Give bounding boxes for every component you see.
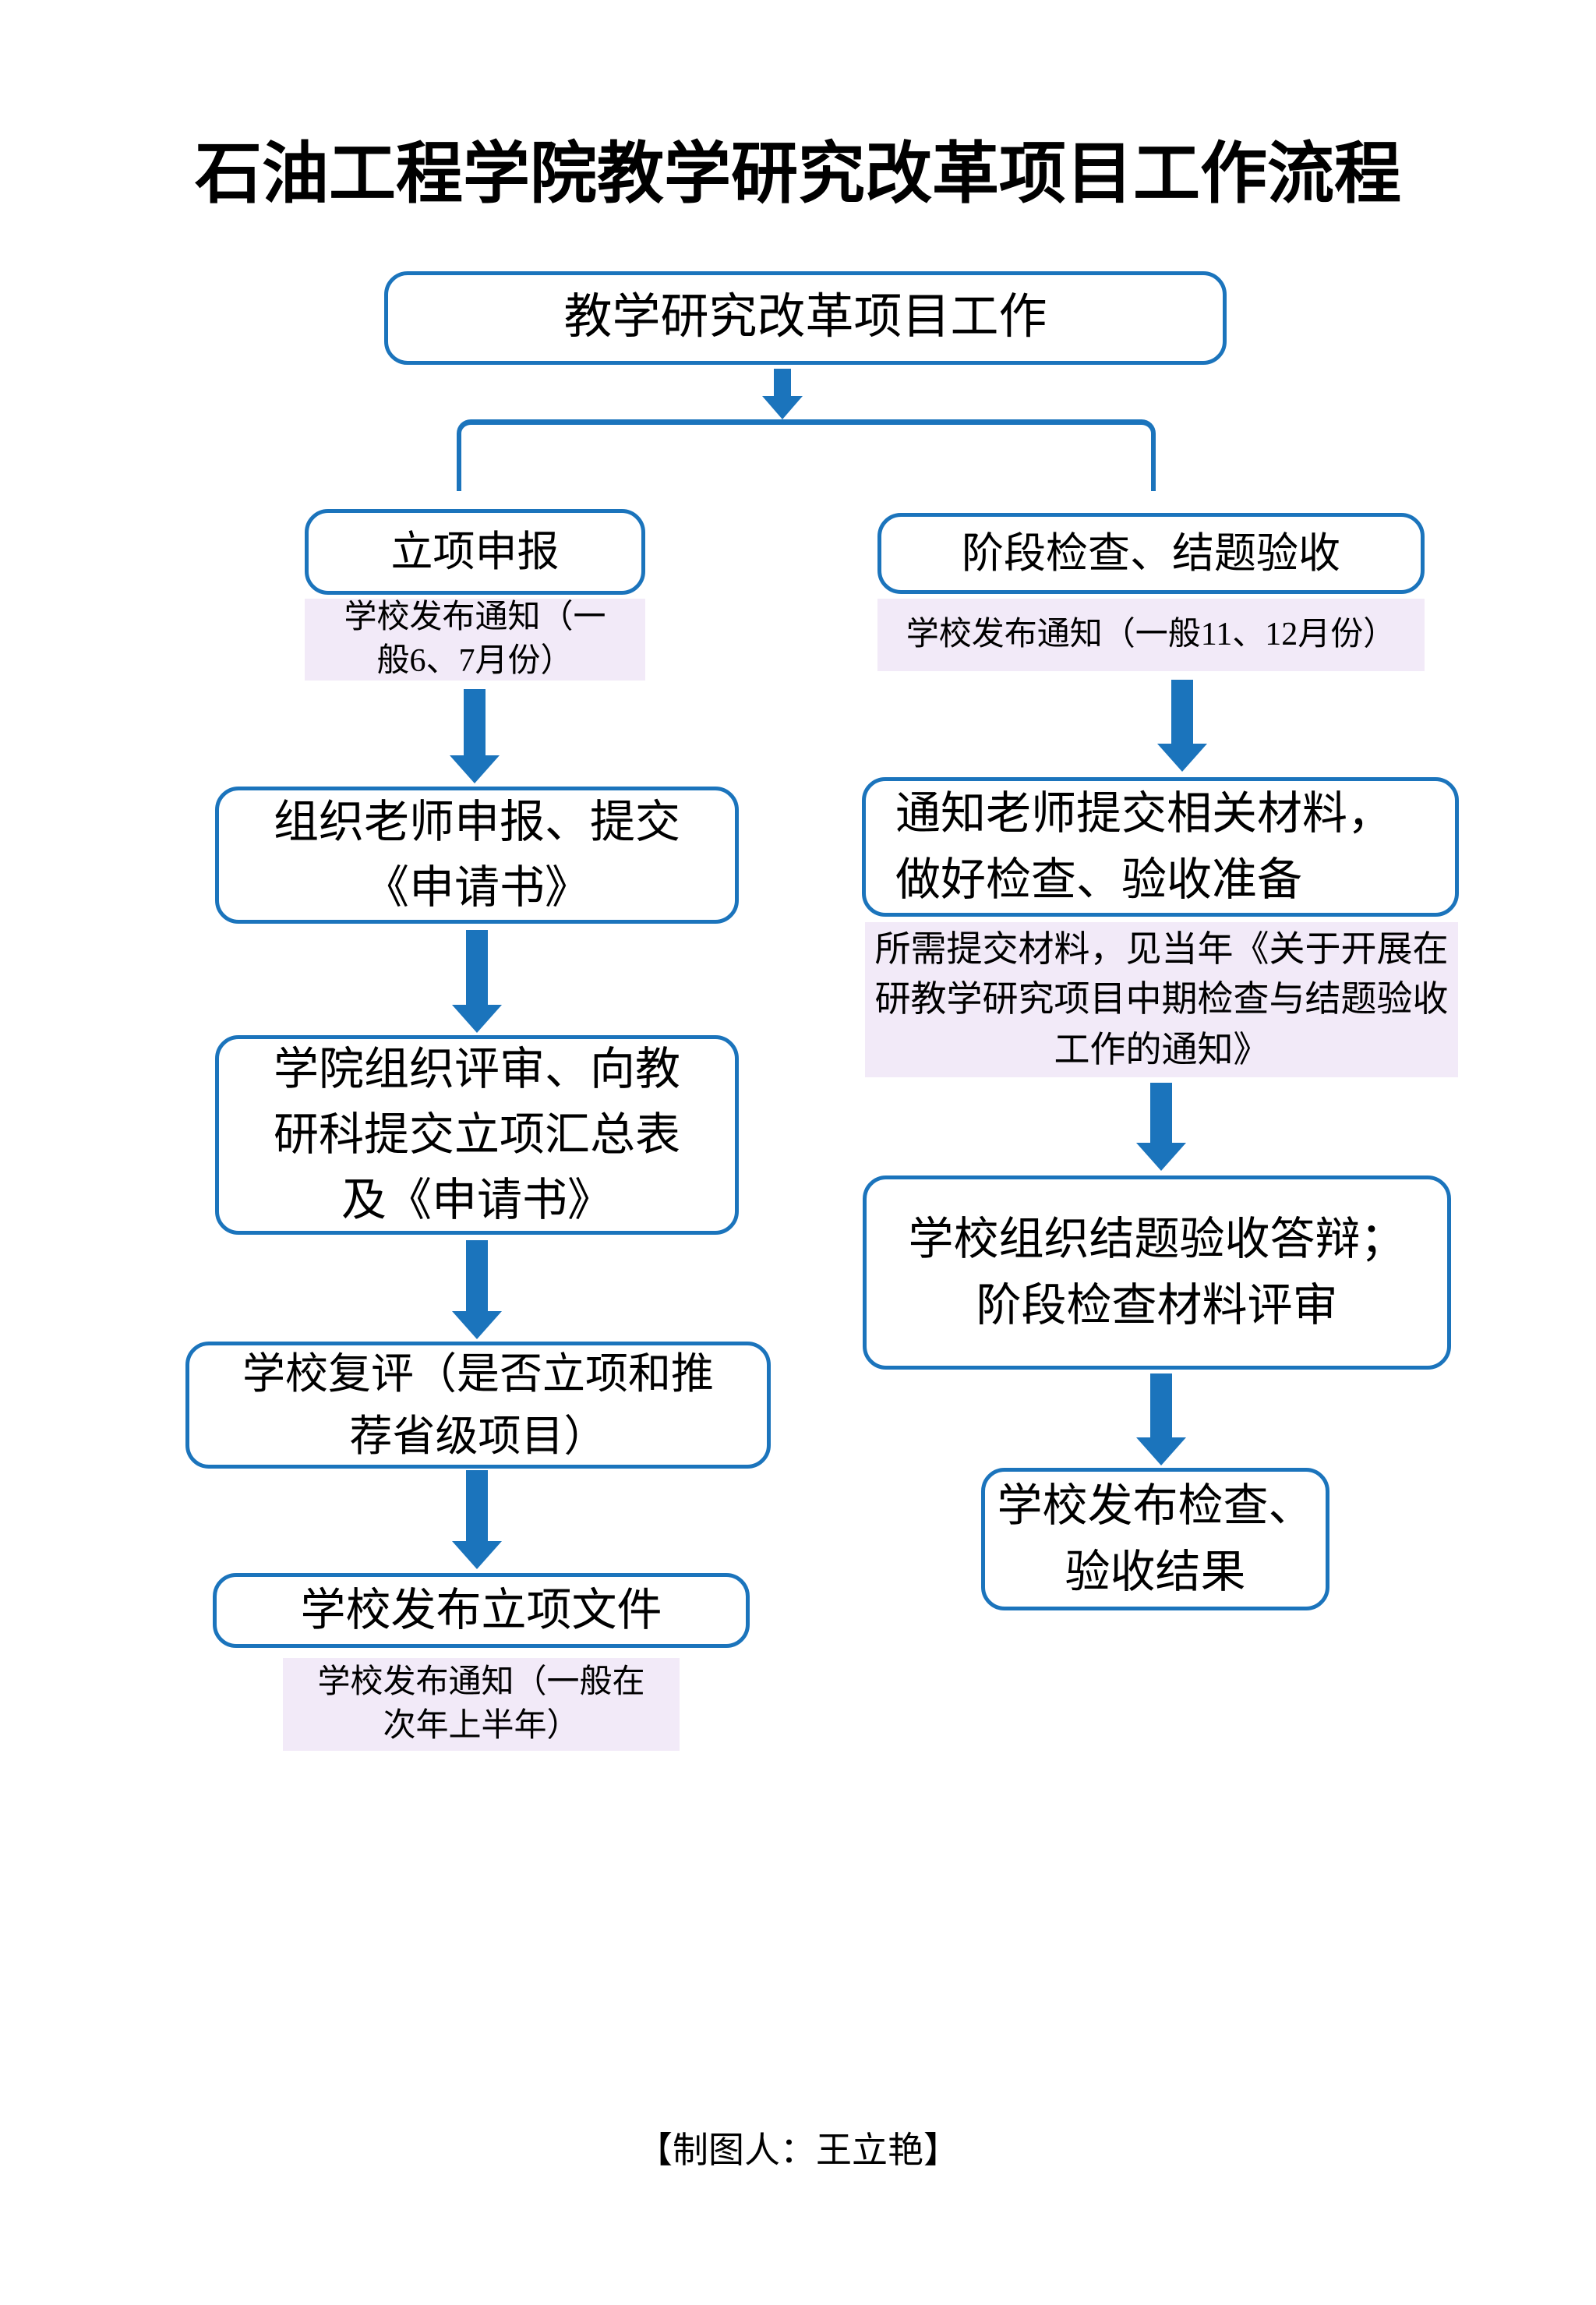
right-materials-note: 所需提交材料，见当年《关于开展在 研教学研究项目中期检查与结题验收 工作的通知》 (865, 922, 1458, 1077)
arrow-head (1136, 1437, 1186, 1465)
right-down-arrow-2-icon (1136, 1083, 1186, 1171)
root-down-arrow-icon (762, 369, 803, 419)
left-branch-header-box: 立项申报 (305, 509, 645, 595)
right-down-arrow-1-icon (1157, 680, 1207, 772)
left-step-1-box: 组织老师申报、提交 《申请书》 (215, 787, 739, 924)
arrow-shaft (466, 1470, 488, 1541)
arrow-shaft (466, 1240, 488, 1311)
arrow-head (452, 1005, 502, 1033)
arrow-shaft (1150, 1083, 1172, 1143)
root-box: 教学研究改革项目工作 (384, 271, 1227, 365)
arrow-head (762, 396, 803, 419)
arrow-head (450, 755, 500, 783)
right-step-2-box: 学校组织结题验收答辩； 阶段检查材料评审 (863, 1175, 1451, 1370)
page-title: 石油工程学院教学研究改革项目工作流程 (195, 135, 1401, 213)
arrow-head (1157, 744, 1207, 772)
arrow-head (452, 1541, 502, 1569)
right-step-1-box: 通知老师提交相关材料， 做好检查、验收准备 (862, 777, 1459, 917)
arrow-shaft (466, 930, 488, 1005)
arrow-shaft (774, 369, 791, 396)
author-credit: 【制图人：王立艳】 (637, 2129, 959, 2171)
left-down-arrow-4-icon (452, 1470, 502, 1569)
left-notice-note: 学校发布通知（一 般6、7月份） (305, 599, 645, 681)
left-step-4-box: 学校发布立项文件 (213, 1573, 750, 1648)
arrow-shaft (1171, 680, 1193, 744)
left-down-arrow-1-icon (450, 689, 500, 783)
left-down-arrow-2-icon (452, 930, 502, 1033)
left-final-note: 学校发布通知（一般在 次年上半年） (283, 1658, 680, 1751)
arrow-head (452, 1311, 502, 1339)
right-down-arrow-3-icon (1136, 1373, 1186, 1465)
right-step-3-box: 学校发布检查、 验收结果 (981, 1468, 1329, 1610)
left-step-3-box: 学校复评（是否立项和推 荐省级项目） (185, 1342, 771, 1469)
arrow-head (1136, 1143, 1186, 1171)
branch-connector (457, 419, 1156, 491)
right-notice-note: 学校发布通知（一般11、12月份） (877, 599, 1425, 671)
right-branch-header-box: 阶段检查、结题验收 (877, 513, 1425, 594)
arrow-shaft (1150, 1373, 1172, 1437)
arrow-shaft (464, 689, 486, 755)
left-down-arrow-3-icon (452, 1240, 502, 1339)
left-step-2-box: 学院组织评审、向教 研科提交立项汇总表 及《申请书》 (215, 1035, 739, 1235)
